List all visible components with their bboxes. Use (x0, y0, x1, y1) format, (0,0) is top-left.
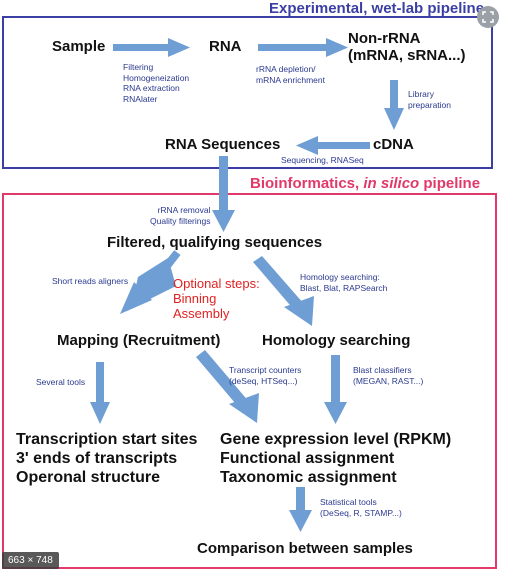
arrow-rnasequences-filtered (212, 156, 235, 232)
arrowhead-mapping (120, 282, 152, 314)
arrowhead-homology (284, 296, 314, 326)
node-comparison: Comparison between samples (197, 540, 413, 557)
expand-icon (482, 11, 494, 23)
node-filtered: Filtered, qualifying sequences (107, 234, 323, 251)
label-short-reads: Short reads aligners (52, 276, 129, 286)
expand-button[interactable] (477, 6, 499, 28)
node-rna-sequences: RNA Sequences (165, 136, 281, 153)
arrow-rna-nonrrna (258, 38, 348, 57)
node-cdna: cDNA (373, 136, 414, 153)
bioinformatics-frame (2, 193, 497, 569)
node-rna: RNA (209, 38, 242, 55)
label-transcript-counters: Transcript counters(deSeq, HTSeq...) (229, 365, 302, 386)
label-several-tools: Several tools (36, 377, 86, 387)
arrow-nonrrna-cdna (384, 80, 404, 130)
arrow-gene-comparison (289, 487, 312, 532)
arrow-mapping-tss (90, 362, 110, 424)
image-size-badge: 663 × 748 (2, 552, 59, 569)
arrow-sample-rna (113, 38, 190, 57)
label-sequencing: Sequencing, RNASeq (281, 155, 364, 165)
node-sample: Sample (52, 38, 106, 55)
label-rna-nonrrna: rRNA depletion/mRNA enrichment (256, 64, 325, 85)
arrow-cdna-rnasequences (296, 136, 370, 155)
node-gene-outputs: Gene expression level (RPKM)Functional a… (220, 431, 452, 486)
label-statistical-tools: Statistical tools(DeSeq, R, STAMP...) (320, 497, 402, 518)
arrow-homology-gene (324, 355, 347, 424)
arrowhead-gene (229, 393, 259, 423)
node-homology: Homology searching (262, 332, 411, 349)
wetlab-header: Experimental, wet-lab pipeline (269, 0, 485, 17)
bioinformatics-header: Bioinformatics, in silico pipeline (250, 175, 481, 192)
node-mapping: Mapping (Recruitment) (57, 332, 221, 349)
wetlab-frame (2, 16, 493, 169)
label-homology-tools: Homology searching:Blast, Blat, RAPSearc… (300, 272, 388, 293)
node-nonrrna: Non-rRNA(mRNA, sRNA...) (348, 30, 466, 64)
label-blast-classifiers: Blast classifiers(MEGAN, RAST...) (353, 365, 424, 386)
